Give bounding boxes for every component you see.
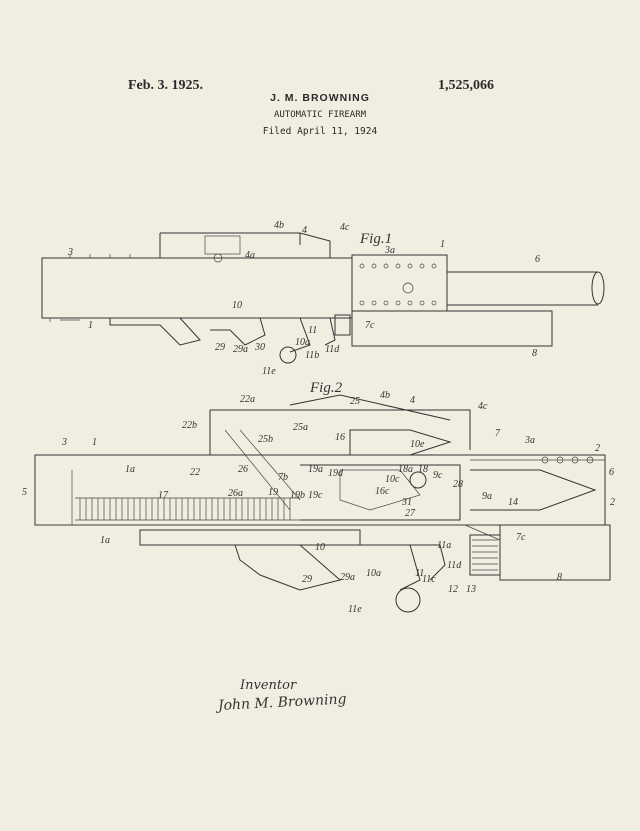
svg-text:11b: 11b xyxy=(305,350,319,361)
svg-text:1a: 1a xyxy=(125,464,135,475)
svg-text:26: 26 xyxy=(238,464,248,475)
svg-text:9a: 9a xyxy=(482,491,492,502)
svg-text:4c: 4c xyxy=(478,401,488,412)
svg-text:29a: 29a xyxy=(340,572,355,583)
svg-text:29: 29 xyxy=(215,342,225,353)
svg-text:1: 1 xyxy=(88,320,93,331)
svg-text:19c: 19c xyxy=(308,490,323,501)
svg-text:12: 12 xyxy=(448,584,458,595)
svg-text:10c: 10c xyxy=(385,474,400,485)
svg-text:19a: 19a xyxy=(308,464,323,475)
svg-text:3a: 3a xyxy=(524,435,535,446)
svg-text:1a: 1a xyxy=(100,535,110,546)
svg-text:11e: 11e xyxy=(262,366,276,377)
svg-text:1: 1 xyxy=(440,239,445,250)
svg-text:10a: 10a xyxy=(366,568,381,579)
inventor-label: Inventor xyxy=(240,678,297,693)
svg-text:4: 4 xyxy=(302,225,307,236)
svg-text:5: 5 xyxy=(22,487,27,498)
svg-text:25b: 25b xyxy=(258,434,273,445)
svg-text:11d: 11d xyxy=(325,344,340,355)
svg-text:6: 6 xyxy=(535,254,540,265)
svg-text:11a: 11a xyxy=(437,540,451,551)
svg-text:19d: 19d xyxy=(328,468,344,479)
svg-text:25: 25 xyxy=(350,396,360,407)
svg-text:18a: 18a xyxy=(398,464,413,475)
svg-text:29: 29 xyxy=(302,574,312,585)
svg-text:16c: 16c xyxy=(375,486,390,497)
svg-text:7c: 7c xyxy=(516,532,526,543)
svg-text:4: 4 xyxy=(410,395,415,406)
patent-date: Feb. 3. 1925. xyxy=(128,78,204,93)
figure-2-drawing: Fig.2 22a 25 4b 4 4c 22b 25b 25a 16 10e … xyxy=(22,380,615,615)
svg-text:9c: 9c xyxy=(433,470,443,481)
svg-text:31: 31 xyxy=(401,497,412,508)
svg-text:2: 2 xyxy=(610,497,615,508)
svg-text:11: 11 xyxy=(415,568,424,579)
svg-text:10e: 10e xyxy=(410,439,425,450)
figure-2-label: Fig.2 xyxy=(309,380,343,396)
svg-text:22: 22 xyxy=(190,467,200,478)
svg-text:22a: 22a xyxy=(240,394,255,405)
svg-text:10a: 10a xyxy=(295,337,310,348)
figure-1-label: Fig.1 xyxy=(359,231,392,247)
patent-number: 1,525,066 xyxy=(438,78,494,93)
svg-text:14: 14 xyxy=(508,497,518,508)
svg-text:29a: 29a xyxy=(233,344,248,355)
svg-text:7: 7 xyxy=(495,428,501,439)
svg-text:11c: 11c xyxy=(422,574,436,585)
svg-text:30: 30 xyxy=(254,342,265,353)
svg-text:8: 8 xyxy=(557,572,562,583)
svg-text:8: 8 xyxy=(532,348,537,359)
svg-text:6: 6 xyxy=(609,467,614,478)
svg-text:10: 10 xyxy=(232,300,242,311)
svg-text:25a: 25a xyxy=(293,422,308,433)
svg-text:11d: 11d xyxy=(447,560,462,571)
svg-text:26a: 26a xyxy=(228,488,243,499)
svg-text:28: 28 xyxy=(453,479,463,490)
svg-text:16: 16 xyxy=(335,432,345,443)
svg-text:11: 11 xyxy=(308,325,317,336)
svg-text:10: 10 xyxy=(315,542,325,553)
svg-text:4b: 4b xyxy=(274,220,284,231)
svg-text:3a: 3a xyxy=(384,245,395,256)
svg-text:3: 3 xyxy=(67,247,73,258)
svg-text:3: 3 xyxy=(61,437,67,448)
svg-text:17: 17 xyxy=(158,490,169,501)
patent-title: AUTOMATIC FIREARM xyxy=(273,110,367,120)
svg-text:19: 19 xyxy=(268,487,278,498)
svg-text:4c: 4c xyxy=(340,222,350,233)
svg-text:18: 18 xyxy=(418,464,428,475)
inventor-name-header: J. M. BROWNING xyxy=(270,92,370,104)
filed-date: Filed April 11, 1924 xyxy=(262,126,378,137)
svg-text:1: 1 xyxy=(92,437,97,448)
svg-text:19b: 19b xyxy=(290,490,305,501)
svg-text:22b: 22b xyxy=(182,420,197,431)
svg-text:4b: 4b xyxy=(380,390,390,401)
svg-text:2: 2 xyxy=(595,443,600,454)
svg-text:27: 27 xyxy=(405,508,416,519)
svg-text:7c: 7c xyxy=(365,320,375,331)
svg-text:7b: 7b xyxy=(278,472,288,483)
svg-text:4a: 4a xyxy=(245,250,255,261)
svg-text:11e: 11e xyxy=(348,604,362,615)
figure-1-drawing: Fig.1 4b 4 4c 4a 3 3a 1 6 1 10 29 29a 30… xyxy=(41,220,605,377)
svg-text:13: 13 xyxy=(466,584,476,595)
